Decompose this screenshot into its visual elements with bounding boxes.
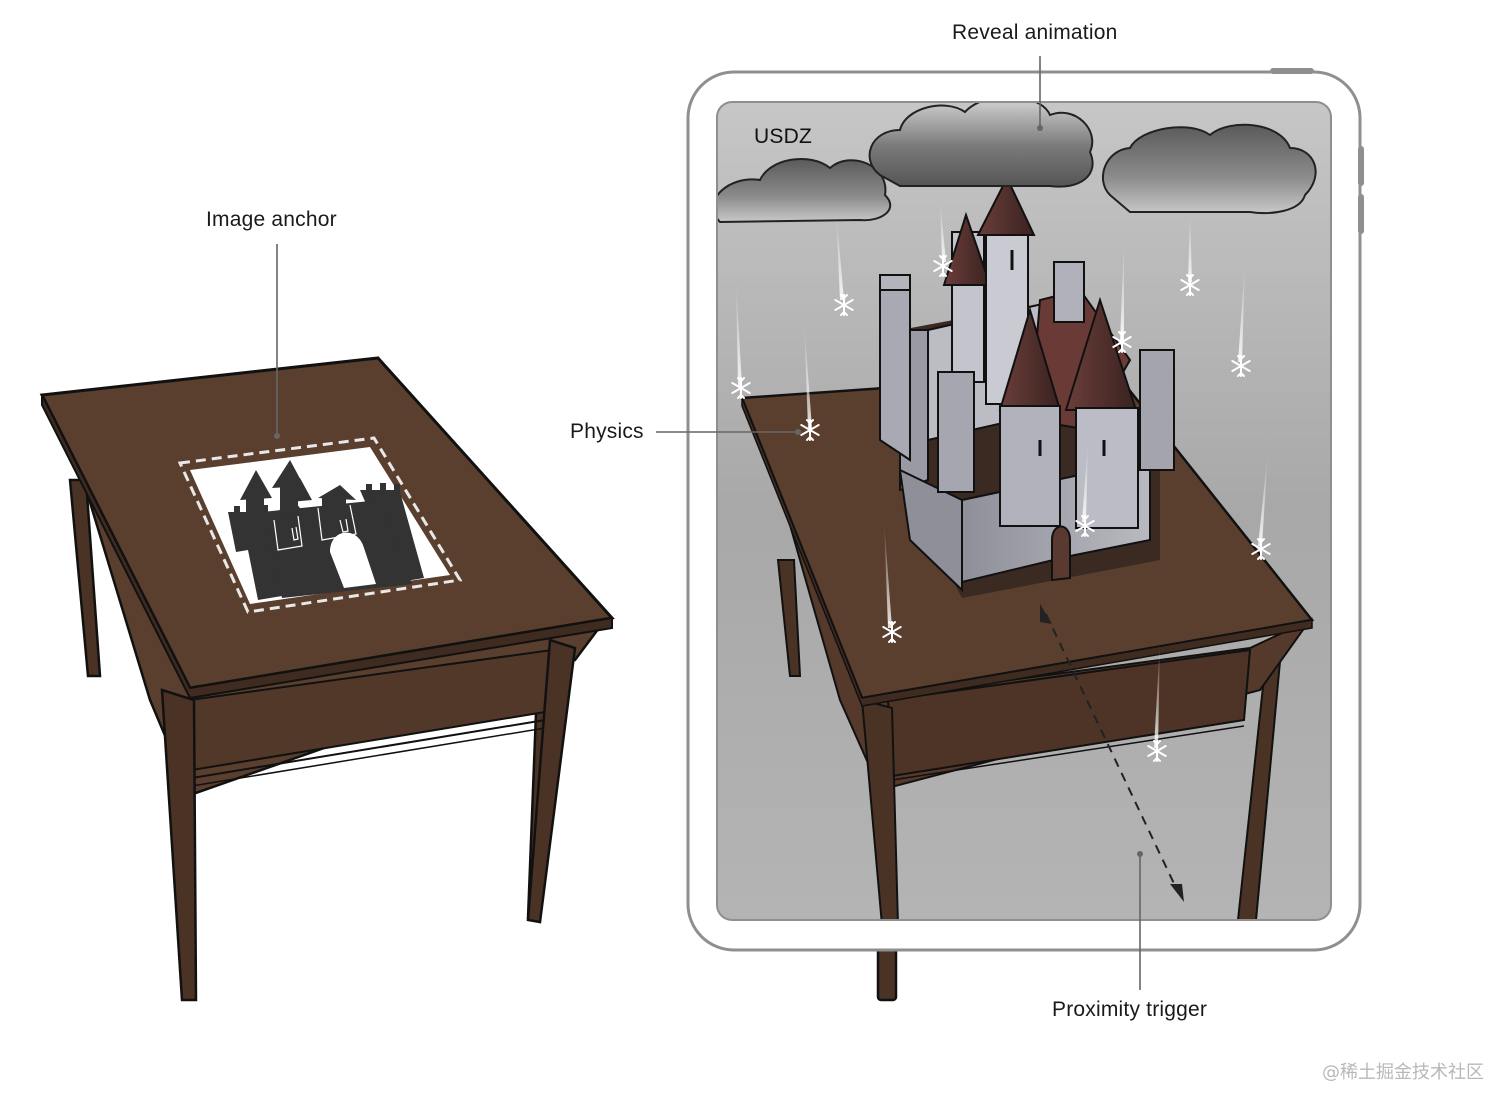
reveal-animation-label: Reveal animation (952, 21, 1118, 44)
watermark-text: @稀土掘金技术社区 (1322, 1062, 1484, 1083)
image-anchor-label: Image anchor (206, 208, 337, 231)
table-leg-front-left (160, 688, 198, 1002)
proximity-arrow (1040, 604, 1184, 902)
physics-label: Physics (570, 420, 644, 443)
cloud-center (868, 103, 1094, 188)
cloud-right (1101, 123, 1317, 215)
proximity-trigger-label: Proximity trigger (1052, 998, 1208, 1021)
castle-silhouette-icon (228, 460, 424, 600)
snow-trails (736, 200, 1268, 748)
anchor-dashed-outline (177, 436, 463, 614)
ar-scene (718, 103, 1317, 919)
cloud-left (718, 157, 892, 224)
leader-lines (274, 56, 1143, 990)
table-leg-front-right (526, 638, 577, 924)
image-anchor-marker (177, 436, 463, 614)
table-leg-below-tablet (876, 943, 898, 1002)
usdz-label: USDZ (754, 125, 812, 148)
